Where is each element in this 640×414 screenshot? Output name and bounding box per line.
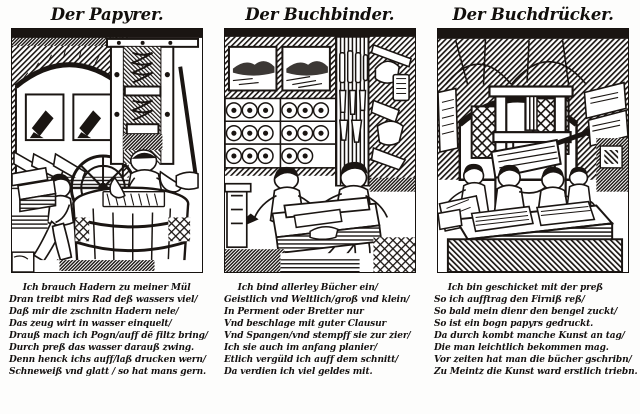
verse-line: Dran treibt mirs Rad deß wassers viel/ — [8, 294, 198, 305]
verse-line: Ich brauch Hadern zu meiner Mül — [22, 282, 191, 293]
verse-line: Ich bin geschicket mit der preß — [448, 282, 604, 293]
verse-line: Zu Meintz die Kunst ward erstlich triebn… — [434, 366, 638, 377]
woodcut-papermaker — [10, 28, 203, 273]
printer-scene-svg — [438, 29, 629, 272]
trade-column-printer: Der Buchdrücker. — [427, 0, 640, 414]
trade-title-printer: Der Buchdrücker. — [452, 5, 614, 25]
verse-line: Ich bind allerley Bücher ein/ — [237, 282, 378, 293]
verse-line: Durch preß das wasser darauß zwing. — [8, 342, 194, 353]
verse-line: Denn henck ichs auff/laß drucken wern/ — [8, 354, 206, 365]
woodcut-printer-image — [438, 29, 629, 272]
trade-title-bookbinder: Der Buchbinder. — [245, 5, 395, 25]
verse-line: Die man leichtlich bekommen mag. — [434, 342, 610, 353]
verse-line: So ich aufftrag den Firniß reß/ — [434, 294, 586, 305]
bookbinder-scene-svg — [224, 29, 415, 272]
verse-line: Geistlich vnd Weltlich/groß vnd klein/ — [223, 294, 410, 305]
woodcut-papermaker-image — [11, 29, 202, 272]
verse-line: Vnd beschlage mit guter Clausur — [223, 318, 387, 329]
verse-line: Vnd Spangen/vnd stempff sie zur zier/ — [223, 330, 411, 341]
verse-line: Drauß mach ich Pogn/auff dē filtz bring/ — [8, 330, 208, 341]
woodcut-bookbinder-image — [224, 29, 415, 272]
woodcut-bookbinder — [223, 28, 416, 273]
verse-line: Da verdien ich viel geldes mit. — [223, 366, 373, 377]
trade-title-papermaker: Der Papyrer. — [50, 5, 164, 25]
woodcut-printer — [437, 28, 630, 273]
verse-line: Schneweiß vnd glatt / so hat mans gern. — [8, 366, 206, 377]
trade-column-papermaker: Der Papyrer. — [0, 0, 213, 414]
verse-line: Ich sie auch im anfang planier/ — [223, 342, 378, 353]
verse-line: In Perment oder Bretter nur — [223, 306, 364, 317]
verse-line: Daß mir die zschnitn Hadern nele/ — [8, 306, 179, 317]
verse-line: So bald mein dienr den bengel zuckt/ — [434, 306, 618, 317]
trade-column-bookbinder: Der Buchbinder. — [213, 0, 426, 414]
verse-line: Vor zeiten hat man die bücher gschribn/ — [434, 354, 632, 365]
verse-bookbinder: Ich bind allerley Bücher ein/ Geistlich … — [224, 282, 416, 378]
verse-line: Das zeug wirt in wasser einquelt/ — [8, 318, 172, 329]
verse-line: So ist ein bogn papyrs gedruckt. — [434, 318, 594, 329]
papermaker-scene-svg — [11, 29, 202, 272]
verse-line: Etlich vergüld ich auff dem schnitt/ — [223, 354, 399, 365]
verse-papermaker: Ich brauch Hadern zu meiner Mül Dran tre… — [8, 282, 208, 378]
verse-printer: Ich bin geschicket mit der preß So ich a… — [434, 282, 638, 378]
verse-line: Da durch kombt manche Kunst an tag/ — [434, 330, 626, 341]
